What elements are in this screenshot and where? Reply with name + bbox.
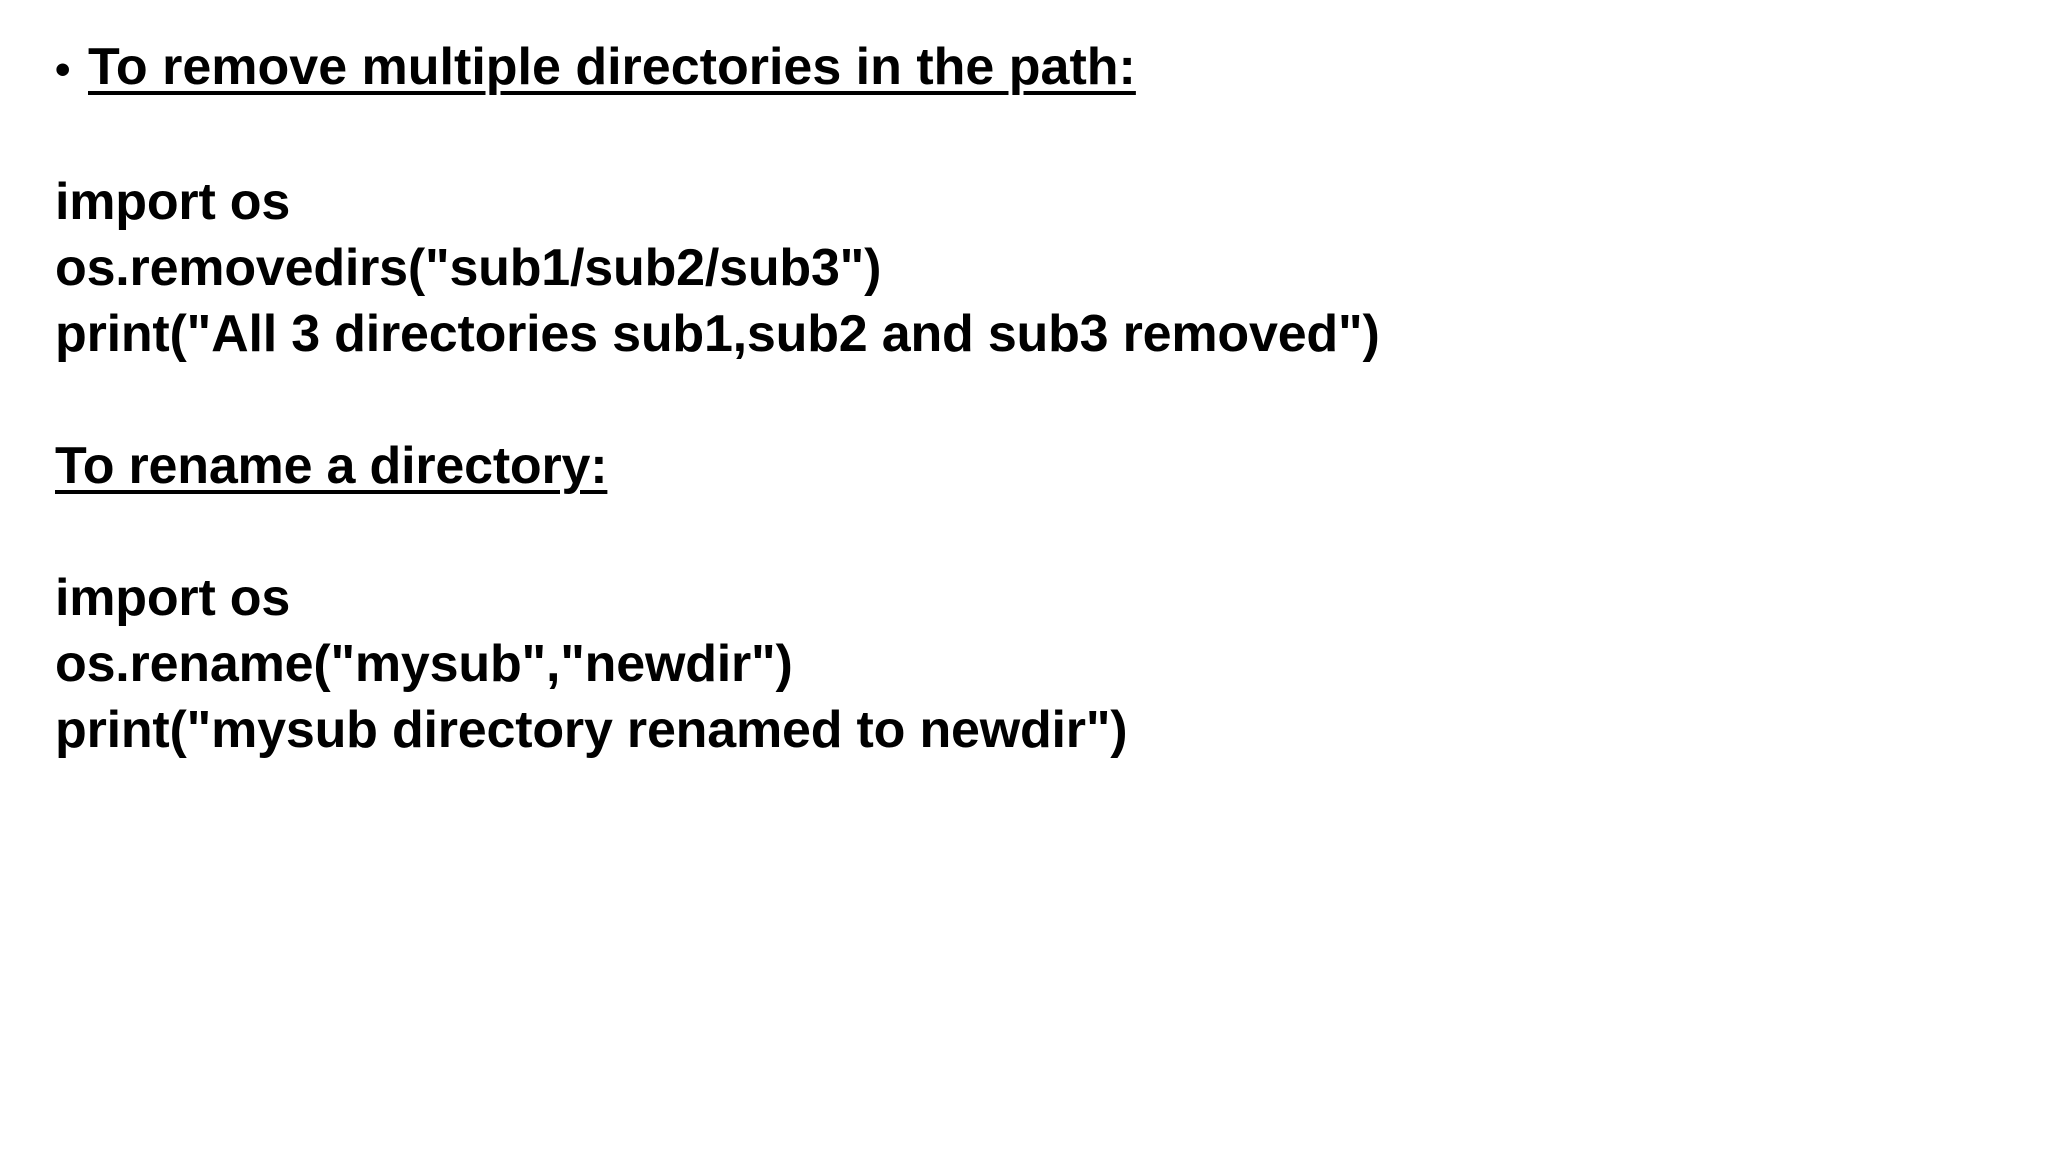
section-2-code-line-2: os.rename("mysub","newdir") bbox=[55, 635, 793, 693]
bulleted-heading-row: • To remove multiple directories in the … bbox=[0, 34, 1960, 103]
slide-content: • To remove multiple directories in the … bbox=[0, 34, 1960, 763]
section-1-code-line-3: print("All 3 directories sub1,sub2 and s… bbox=[55, 305, 1380, 363]
spacer-between-sections bbox=[0, 367, 1960, 433]
section-1-code-line-2: os.removedirs("sub1/sub2/sub3") bbox=[55, 239, 882, 297]
section-2-heading: To rename a directory: bbox=[55, 437, 608, 495]
bullet-icon: • bbox=[55, 45, 71, 94]
section-1-code-line-1: import os bbox=[55, 173, 291, 231]
section-2-code-line-1: import os bbox=[55, 569, 291, 627]
section-1-heading: To remove multiple directories in the pa… bbox=[88, 38, 1136, 96]
spacer-after-heading-2 bbox=[0, 499, 1960, 565]
section-2-code-line-3: print("mysub directory renamed to newdir… bbox=[55, 701, 1128, 759]
spacer-after-heading-1 bbox=[0, 103, 1960, 169]
